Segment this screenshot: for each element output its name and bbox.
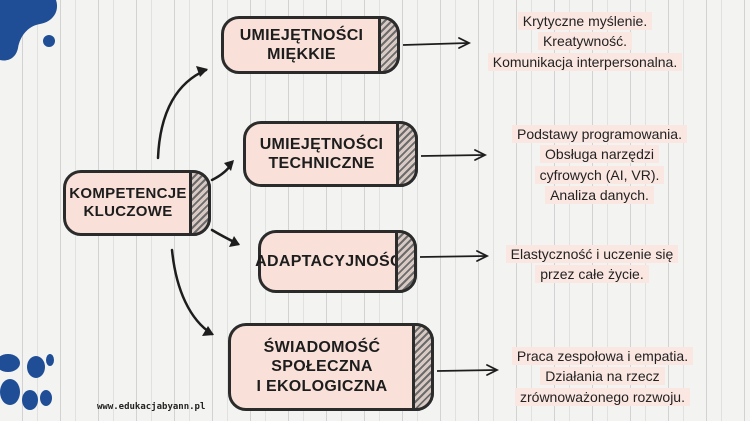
detail-line: Kreatywność. — [537, 32, 633, 51]
arrow-to-adapt-details — [419, 255, 487, 258]
detail-line: Działania na rzecz — [540, 367, 665, 386]
arrow-to-social-details — [436, 369, 497, 372]
arrow-to-soft-details — [402, 42, 469, 46]
branch-label: UMIEJĘTNOŚCI MIĘKKIE — [239, 26, 364, 63]
pill-cap-decoration — [395, 230, 417, 293]
blue-dots-decoration — [0, 354, 54, 410]
detail-line: Komunikacja interpersonalna. — [487, 52, 683, 71]
blue-blob-decoration — [0, 0, 58, 61]
central-node: KOMPETENCJE KLUCZOWE — [63, 170, 211, 236]
details-adaptability: Elastyczność i uczenie się przez całe ży… — [492, 244, 692, 285]
details-soft-skills: Krytyczne myślenie. Kreatywność. Komunik… — [470, 11, 700, 72]
branch-node-social-awareness: ŚWIADOMOŚĆ SPOŁECZNA I EKOLOGICZNA — [228, 323, 434, 411]
detail-line: Praca zespołowa i empatia. — [511, 347, 694, 365]
blue-dot-decoration — [43, 35, 55, 47]
branch-node-soft-skills: UMIEJĘTNOŚCI MIĘKKIE — [221, 16, 400, 74]
branch-label: ŚWIADOMOŚĆ SPOŁECZNA I EKOLOGICZNA — [256, 339, 388, 395]
pill-cap-decoration — [412, 323, 434, 411]
detail-line: Analiza danych. — [545, 185, 654, 204]
detail-line: cyfrowych (AI, VR). — [534, 165, 665, 184]
pill-cap-decoration — [396, 121, 418, 187]
detail-line: przez całe życie. — [535, 265, 649, 284]
detail-line: zrównoważonego rozwoju. — [515, 387, 690, 406]
central-node-label: KOMPETENCJE KLUCZOWE — [69, 185, 187, 220]
detail-line: Krytyczne myślenie. — [517, 12, 653, 30]
branch-label: ADAPTACYJNOŚĆ — [255, 252, 402, 270]
pill-cap-decoration — [189, 170, 211, 236]
curved-arrow-to-soft-skills — [156, 68, 208, 160]
pill-cap-decoration — [378, 16, 400, 74]
footer-website-link[interactable]: www.edukacjabyann.pl — [97, 402, 206, 412]
detail-line: Elastyczność i uczenie się — [505, 245, 679, 263]
branch-node-technical-skills: UMIEJĘTNOŚCI TECHNICZNE — [243, 121, 418, 187]
detail-line: Obsługa narzędzi — [540, 145, 659, 164]
detail-line: Podstawy programowania. — [512, 125, 687, 143]
curved-arrow-to-social — [170, 248, 214, 336]
arrow-to-tech-details — [420, 154, 485, 157]
branch-label: UMIEJĘTNOŚCI TECHNICZNE — [259, 135, 384, 172]
details-social-awareness: Praca zespołowa i empatia. Działania na … — [495, 346, 710, 407]
branch-node-adaptability: ADAPTACYJNOŚĆ — [255, 230, 417, 293]
details-technical-skills: Podstawy programowania. Obsługa narzędzi… — [487, 124, 712, 205]
